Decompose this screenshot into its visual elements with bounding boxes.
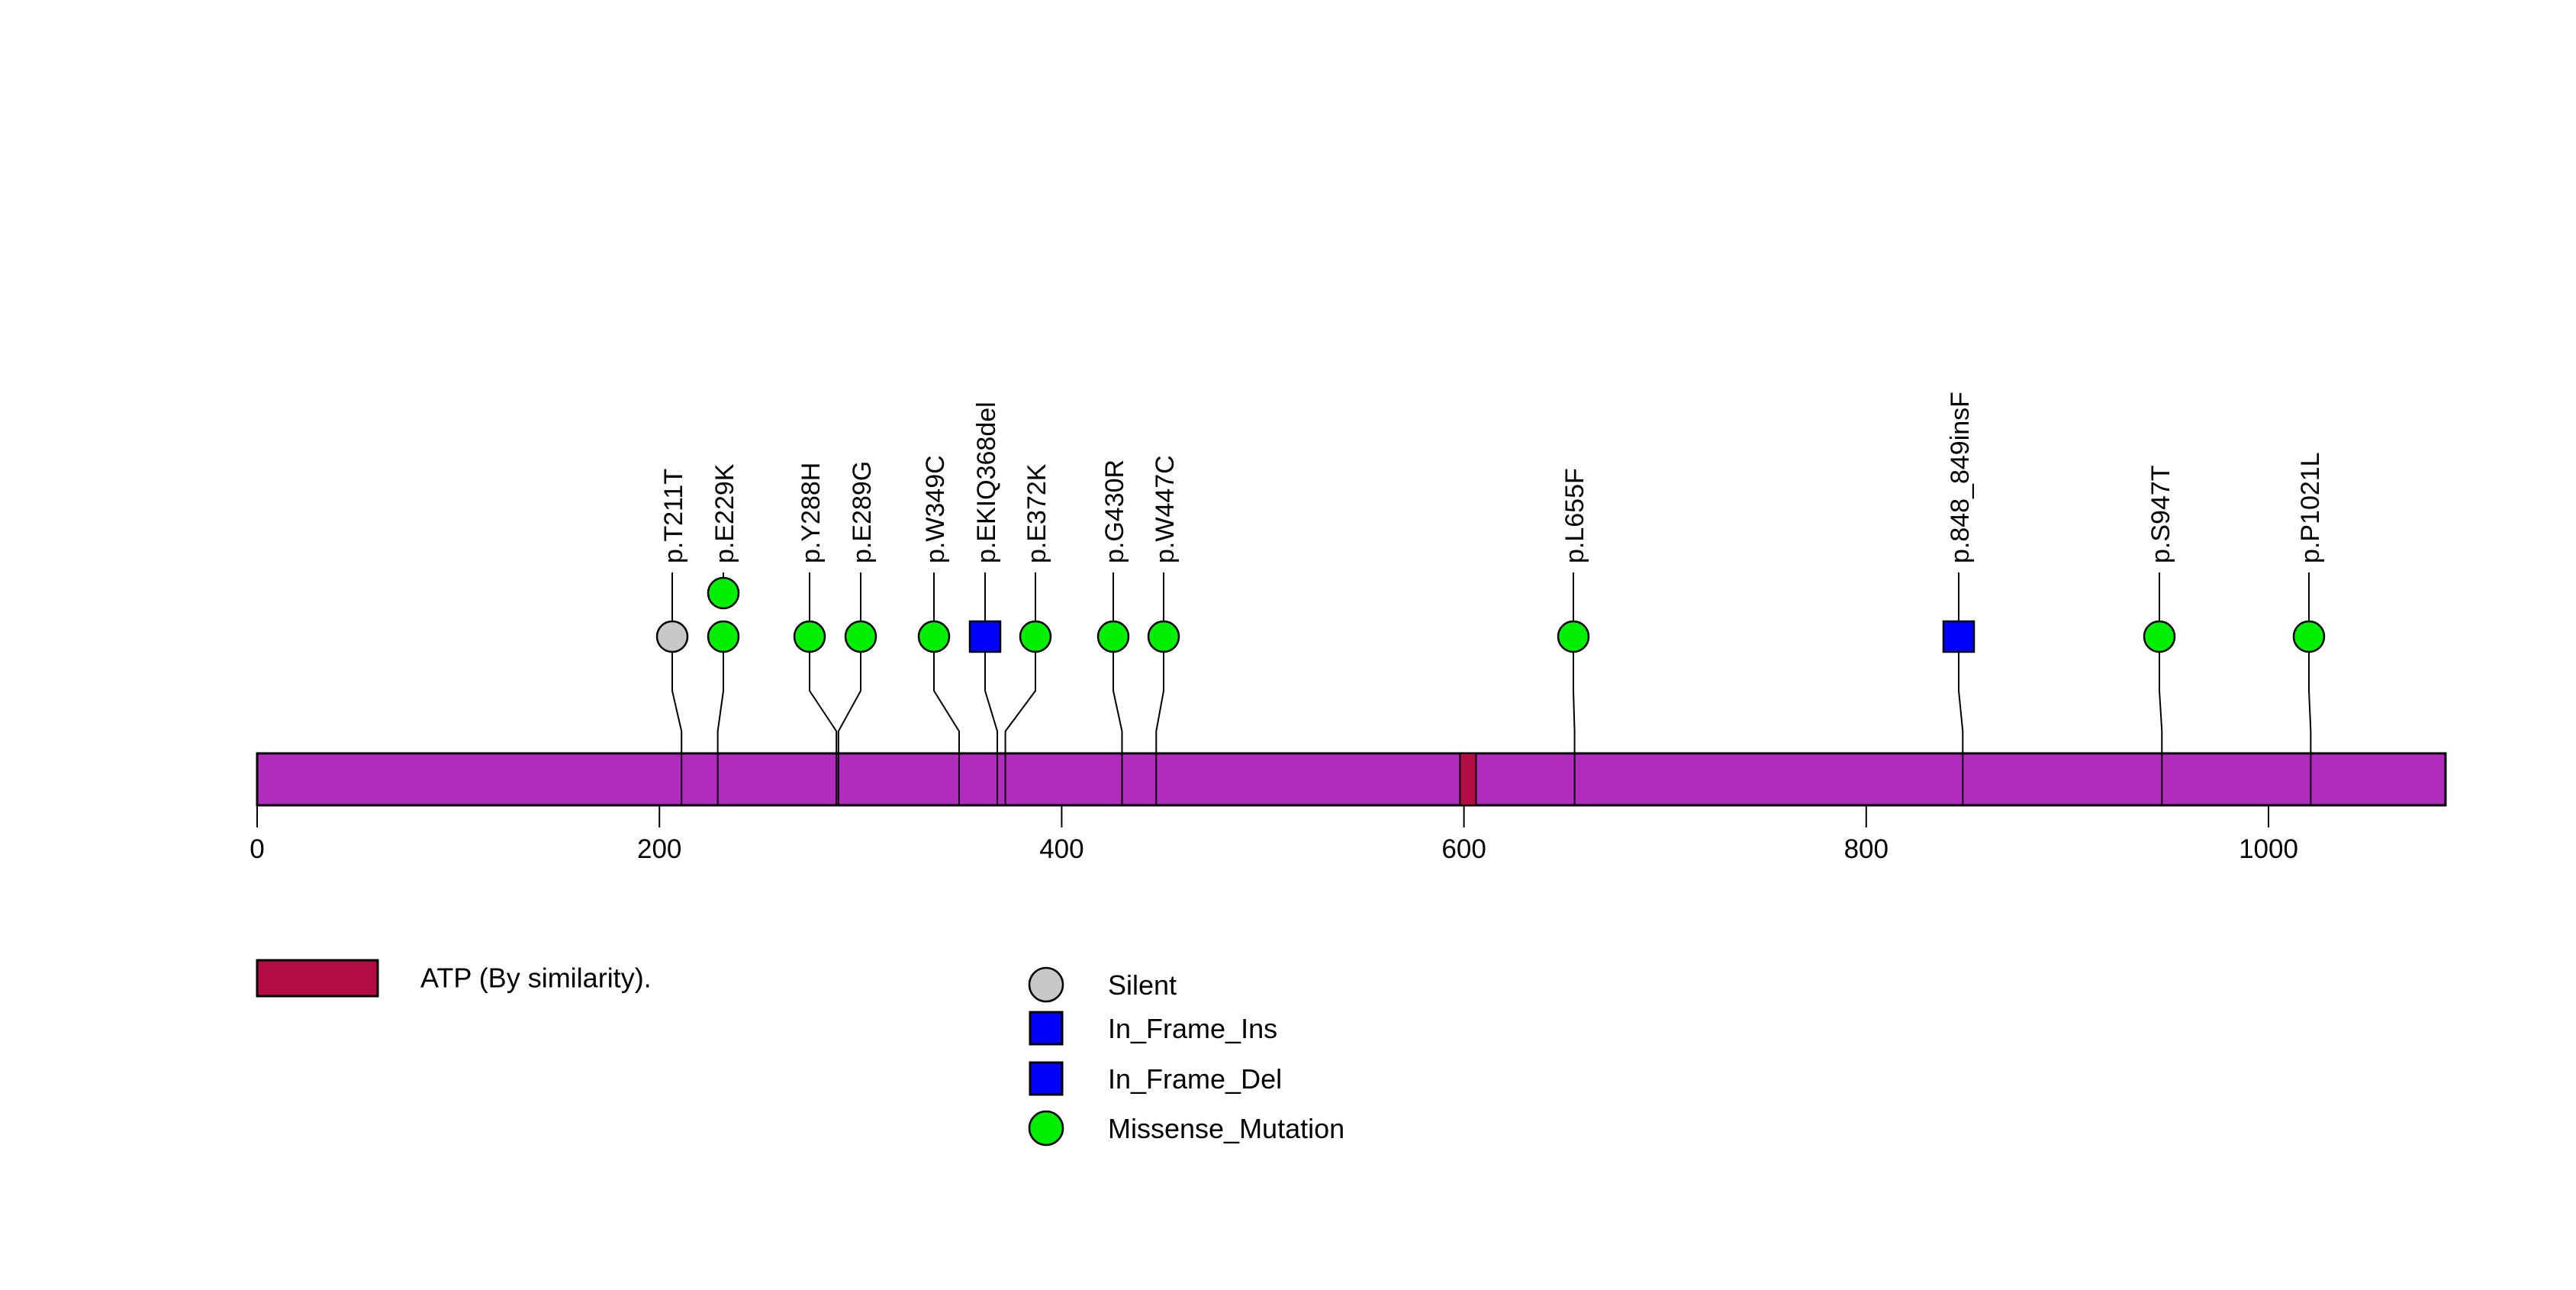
mutation-marker-p.W349C bbox=[917, 620, 951, 653]
mutation-label-p.W349C: p.W349C bbox=[921, 455, 950, 563]
lollipop-stem-p.T211T bbox=[671, 652, 683, 805]
lollipop-stem-p.Y288H bbox=[809, 652, 838, 805]
mutation-label-p.L655F: p.L655F bbox=[1560, 468, 1589, 563]
mutation-marker-p.848_849insF bbox=[1942, 620, 1975, 653]
legend-label-atp: ATP (By similarity). bbox=[420, 963, 652, 994]
mutation-marker-p.W447C bbox=[1147, 620, 1180, 653]
legend-label-in_frame_ins: In_Frame_Ins bbox=[1108, 1013, 1277, 1044]
mutation-label-p.Y288H: p.Y288H bbox=[797, 463, 826, 563]
axis-tick-label: 800 bbox=[1844, 834, 1889, 864]
mutation-label-p.E289G: p.E289G bbox=[848, 461, 877, 563]
axis-tick-label: 600 bbox=[1441, 834, 1486, 864]
mutation-marker-p.E229K bbox=[707, 576, 740, 610]
lollipop-stem-p.W447C bbox=[1155, 652, 1164, 805]
axis-tick-label: 1000 bbox=[2239, 834, 2298, 864]
mutation-label-p.G430R: p.G430R bbox=[1100, 460, 1129, 563]
protein-backbone bbox=[256, 752, 2447, 807]
mutation-marker-p.G430R bbox=[1096, 620, 1130, 653]
legend-marker-in_frame_ins bbox=[1029, 1011, 1064, 1046]
lollipop-stem-p.W349C bbox=[933, 652, 960, 805]
legend-marker-in_frame_del bbox=[1029, 1061, 1064, 1096]
mutation-label-p.E229K: p.E229K bbox=[710, 463, 739, 563]
mutation-marker-p.E372K bbox=[1019, 620, 1052, 653]
mutation-label-p.848_849insF: p.848_849insF bbox=[1946, 392, 1975, 563]
axis-tick-label: 200 bbox=[637, 834, 681, 864]
mutation-marker-p.EKIQ368del bbox=[968, 620, 1002, 653]
lollipop-stem-p.S947T bbox=[2159, 652, 2163, 805]
axis-tick-label: 0 bbox=[250, 834, 264, 864]
mutation-marker-p.L655F bbox=[1557, 620, 1590, 653]
lollipop-stem-p.E372K bbox=[1004, 652, 1036, 805]
lollipop-stem-p.E289G bbox=[837, 652, 861, 805]
mutation-marker-p.T211T bbox=[655, 620, 689, 653]
lollipop-stem-p.848_849insF bbox=[1958, 652, 1964, 805]
lollipop-stem-p.L655F bbox=[1573, 652, 1576, 805]
legend-label-silent: Silent bbox=[1108, 969, 1177, 1001]
legend-marker-missense_mutation bbox=[1028, 1110, 1064, 1146]
mutation-marker-p.E229K bbox=[707, 620, 740, 653]
domain-atp-by-similarity bbox=[1459, 753, 1477, 806]
legend-label-missense_mutation: Missense_Mutation bbox=[1108, 1113, 1344, 1144]
legend-label-in_frame_del: In_Frame_Del bbox=[1108, 1063, 1282, 1095]
lollipop-stem-p.P1021L bbox=[2308, 652, 2312, 805]
mutation-marker-p.E289G bbox=[844, 620, 877, 653]
mutation-marker-p.P1021L bbox=[2292, 620, 2326, 653]
mutation-label-p.E372K: p.E372K bbox=[1022, 463, 1051, 563]
lollipop-stem-p.EKIQ368del bbox=[984, 652, 999, 805]
mutation-marker-p.Y288H bbox=[793, 620, 826, 653]
legend-swatch-atp bbox=[256, 959, 379, 998]
mutation-label-p.EKIQ368del: p.EKIQ368del bbox=[972, 402, 1001, 563]
lollipop-stem-p.G430R bbox=[1113, 652, 1123, 805]
mutation-label-p.S947T: p.S947T bbox=[2146, 465, 2175, 563]
lollipop-stem-p.E229K bbox=[716, 652, 724, 805]
mutation-label-p.W447C: p.W447C bbox=[1151, 455, 1180, 563]
mutation-label-p.P1021L: p.P1021L bbox=[2296, 452, 2325, 563]
mutation-label-p.T211T: p.T211T bbox=[659, 469, 688, 563]
mutation-marker-p.S947T bbox=[2143, 620, 2176, 653]
axis-tick-label: 400 bbox=[1039, 834, 1084, 864]
legend-marker-silent bbox=[1028, 966, 1064, 1003]
